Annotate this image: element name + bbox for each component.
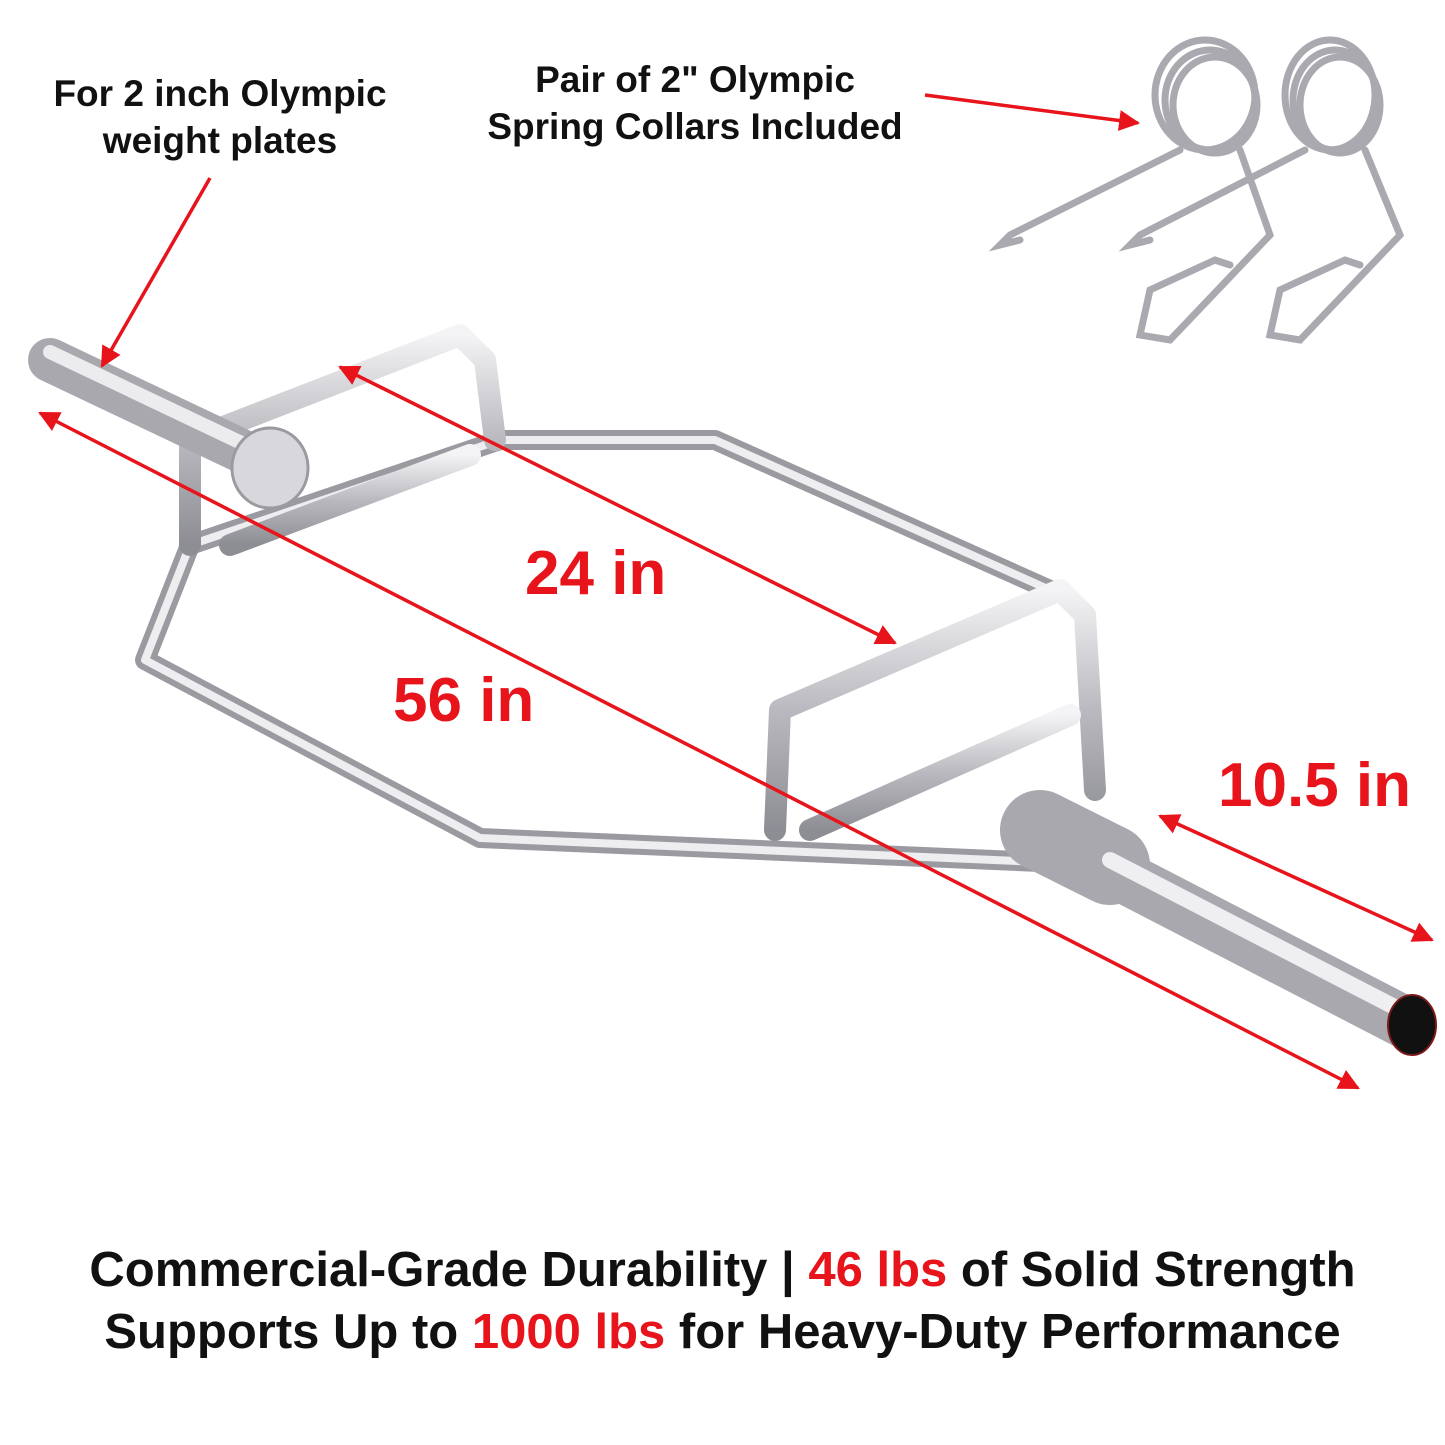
arrow-56in: [38, 411, 1360, 1090]
sleeve-length-label: 10.5 in: [1218, 751, 1411, 820]
right-sleeve: [1000, 790, 1437, 1056]
spring-collar-1: [988, 36, 1275, 344]
arrow-plates: [100, 177, 212, 368]
hex-bar: [28, 324, 1437, 1056]
plates-callout: For 2 inch Olympic weight plates: [20, 70, 420, 164]
tagline-durability: Commercial-Grade Durability |: [89, 1243, 795, 1297]
arrow-collars: [924, 93, 1141, 131]
tagline-supports: Supports Up to: [104, 1305, 459, 1359]
collars-callout-line2: Spring Collars Included: [487, 106, 903, 147]
dimension-arrows: [38, 93, 1434, 1090]
plates-callout-line2: weight plates: [102, 120, 338, 161]
tagline-line2: Supports Up to 1000 lbs for Heavy-Duty P…: [0, 1304, 1445, 1360]
plates-callout-line1: For 2 inch Olympic: [53, 73, 387, 114]
spring-collar-2: [1118, 36, 1405, 344]
overall-length-label: 56 in: [393, 666, 535, 735]
arrow-10-5in: [1158, 814, 1434, 942]
tagline-capacity: 1000 lbs: [471, 1305, 666, 1359]
end-cap-logo: [1387, 994, 1437, 1056]
tagline-line1: Commercial-Grade Durability | 46 lbs of …: [0, 1242, 1445, 1298]
arrow-24in: [338, 365, 897, 645]
collars-callout-line1: Pair of 2" Olympic: [535, 59, 855, 100]
grip-spacing-label: 24 in: [525, 539, 667, 608]
tagline-weight: 46 lbs: [808, 1243, 948, 1297]
tagline-performance: for Heavy-Duty Performance: [678, 1305, 1341, 1359]
collars-callout: Pair of 2" Olympic Spring Collars Includ…: [460, 56, 930, 150]
tagline-strength: of Solid Strength: [960, 1243, 1356, 1297]
spring-collars: [988, 36, 1405, 344]
